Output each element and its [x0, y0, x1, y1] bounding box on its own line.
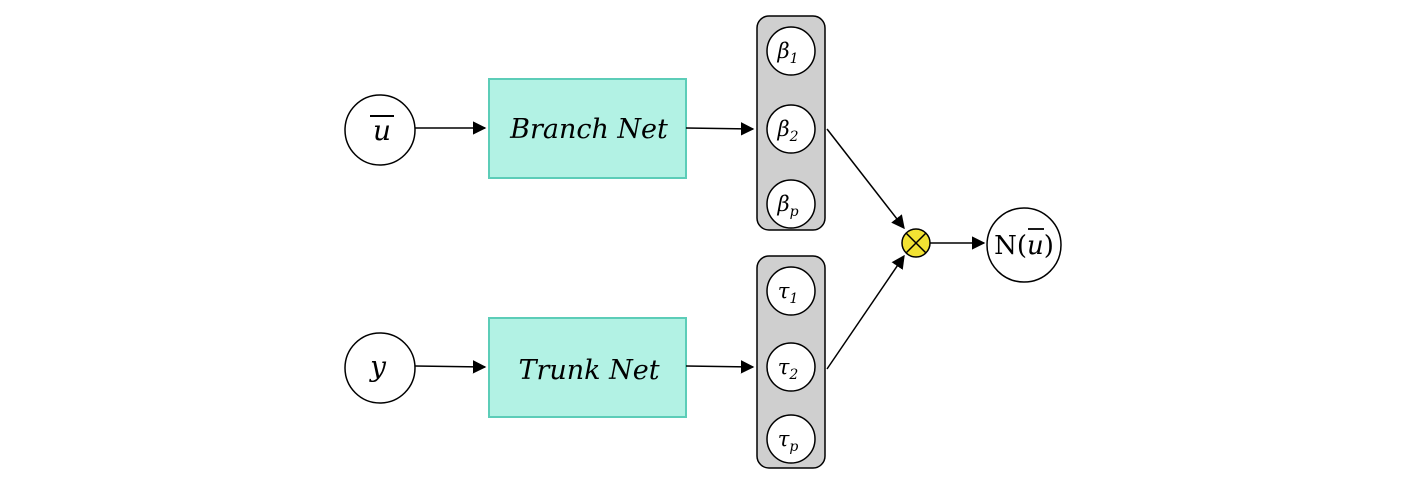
trunk-node-2-base: τ — [778, 355, 790, 379]
branch-node-2-sub: 2 — [789, 129, 799, 145]
branch-node-1: β1 — [766, 26, 816, 76]
svg-text:β2: β2 — [776, 117, 798, 145]
arrow-trunk-stack-to-product — [826, 254, 905, 370]
trunk-node-1-sub: 1 — [789, 291, 798, 307]
branch-node-2-base: β — [776, 117, 789, 141]
output-prefix: N( — [994, 231, 1027, 261]
branch-node-1-sub: 1 — [790, 51, 799, 67]
branch-net-box: Branch Net — [488, 78, 687, 179]
branch-node-2: β2 — [766, 104, 816, 154]
output-arg: u — [1027, 231, 1044, 261]
branch-net-label: Branch Net — [509, 114, 668, 145]
output-label: N(u) — [994, 231, 1054, 261]
arrow-trunk-to-stack — [685, 360, 755, 374]
input-u-label: u — [373, 114, 391, 147]
product-cross-b — [905, 232, 927, 254]
arrow-y-to-trunk — [414, 360, 487, 374]
trunk-node-p-sub: p — [789, 439, 798, 455]
svg-text:τ2: τ2 — [778, 355, 799, 383]
output-node: N(u) — [986, 207, 1062, 283]
trunk-net-box: Trunk Net — [488, 317, 687, 418]
branch-node-p-base: β — [776, 192, 789, 216]
trunk-net-label: Trunk Net — [518, 355, 659, 386]
trunk-node-p: τp — [766, 414, 816, 464]
branch-node-p: βp — [766, 179, 816, 229]
input-y-label: y — [368, 350, 387, 383]
trunk-output-stack: τ1 τ2 τp — [756, 255, 826, 469]
svg-text:τp: τp — [778, 427, 799, 455]
arrow-branch-stack-to-product — [826, 128, 905, 230]
trunk-node-2-sub: 2 — [788, 367, 798, 383]
trunk-node-1-base: τ — [778, 279, 790, 303]
branch-output-stack: β1 β2 βp — [756, 15, 826, 231]
trunk-node-p-base: τ — [778, 427, 790, 451]
input-u-node: u — [344, 94, 416, 166]
input-y-node: y — [344, 332, 416, 404]
output-suffix: ) — [1044, 231, 1054, 261]
trunk-node-2: τ2 — [766, 342, 816, 392]
branch-node-p-sub: p — [790, 204, 799, 220]
arrow-branch-to-stack — [685, 122, 755, 136]
connections — [414, 121, 986, 374]
svg-text:β1: β1 — [776, 39, 798, 67]
product-node — [901, 228, 931, 258]
svg-text:τ1: τ1 — [778, 279, 799, 307]
branch-node-1-base: β — [776, 39, 789, 63]
svg-text:βp: βp — [776, 192, 798, 220]
trunk-node-1: τ1 — [766, 266, 816, 316]
